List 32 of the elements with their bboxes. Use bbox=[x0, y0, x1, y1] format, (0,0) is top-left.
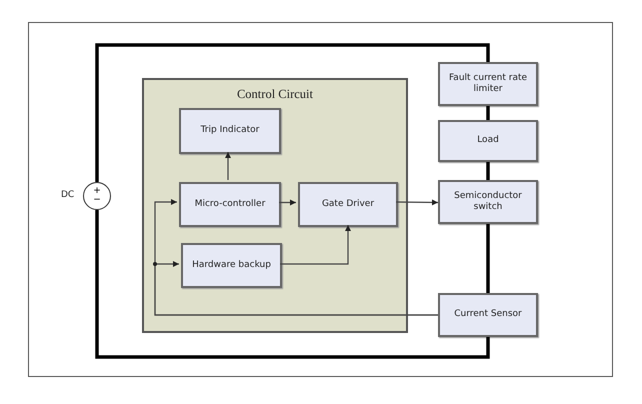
block-label: Load bbox=[477, 135, 499, 147]
minus-sign: − bbox=[93, 196, 101, 205]
block-label: Current Sensor bbox=[454, 309, 522, 321]
block-label: Semiconductor switch bbox=[453, 190, 523, 214]
block-box bbox=[438, 293, 538, 337]
power-wire bbox=[486, 224, 490, 293]
power-wire bbox=[486, 162, 490, 180]
dc-source-symbol bbox=[83, 182, 111, 210]
block-box bbox=[438, 180, 538, 224]
signal-arrow bbox=[280, 225, 351, 265]
signal-arrow bbox=[396, 199, 438, 206]
panel-title: Control Circuit bbox=[236, 87, 314, 102]
source-label: DC bbox=[61, 190, 74, 200]
block-label: Micro-controller bbox=[194, 198, 266, 210]
block-label: Hardware backup bbox=[192, 260, 271, 272]
block-box bbox=[179, 182, 281, 227]
block-box bbox=[181, 243, 282, 288]
power-wire bbox=[95, 43, 490, 182]
power-wire bbox=[486, 106, 490, 120]
plus-sign: + bbox=[93, 187, 101, 196]
block-label: Fault current rate limiter bbox=[448, 72, 528, 96]
block-box bbox=[438, 62, 538, 106]
signal-arrow bbox=[225, 152, 231, 180]
block-box bbox=[179, 108, 281, 154]
signal-arrow bbox=[154, 261, 438, 316]
signal-arrow bbox=[279, 200, 296, 206]
control-circuit-panel bbox=[142, 78, 408, 333]
block-box bbox=[298, 182, 398, 227]
power-wire bbox=[95, 210, 490, 359]
block-label: Trip Indicator bbox=[200, 125, 260, 137]
block-label: Gate Driver bbox=[322, 198, 374, 210]
block-box bbox=[438, 120, 538, 162]
